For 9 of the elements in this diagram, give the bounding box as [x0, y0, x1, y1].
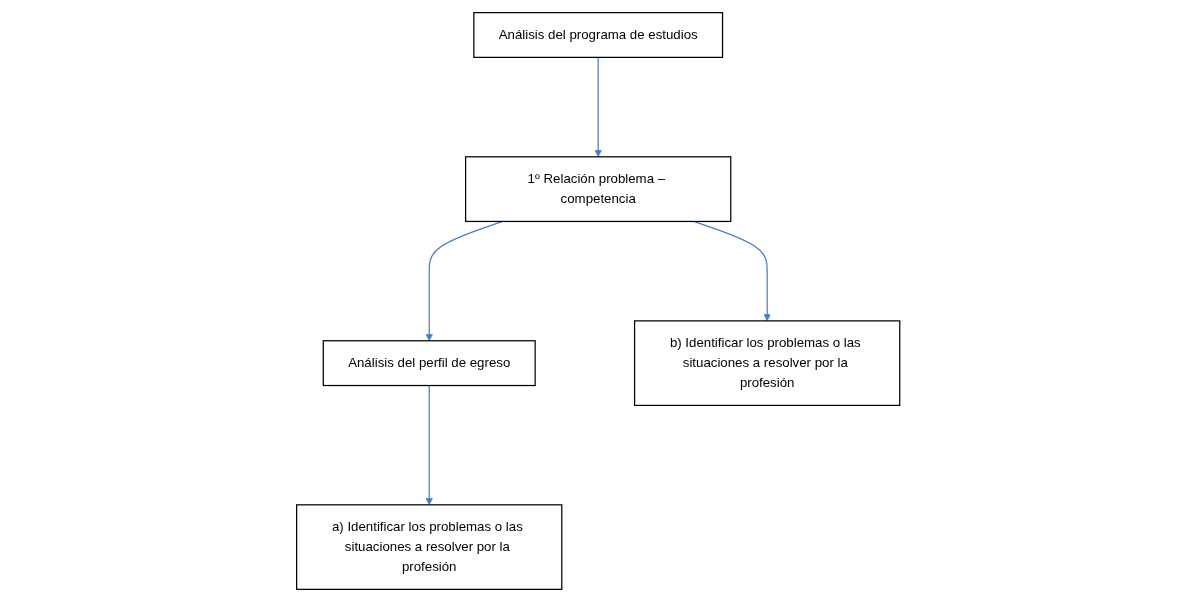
node-box: 1º Relación problema – competencia — [465, 155, 732, 222]
node-box: b) Identificar los problemas o las situaciones a resolver por la profesión — [634, 319, 901, 406]
arrow — [425, 220, 504, 341]
arrow — [594, 56, 603, 157]
node-box: a) Identificar los problemas o las situaciones a resolver por la profesión — [296, 503, 563, 590]
node-box: Análisis del perfil de egreso — [323, 339, 537, 386]
node-box: Análisis del programa de estudios — [473, 11, 724, 58]
arrow — [425, 384, 434, 505]
arrow — [693, 220, 772, 321]
